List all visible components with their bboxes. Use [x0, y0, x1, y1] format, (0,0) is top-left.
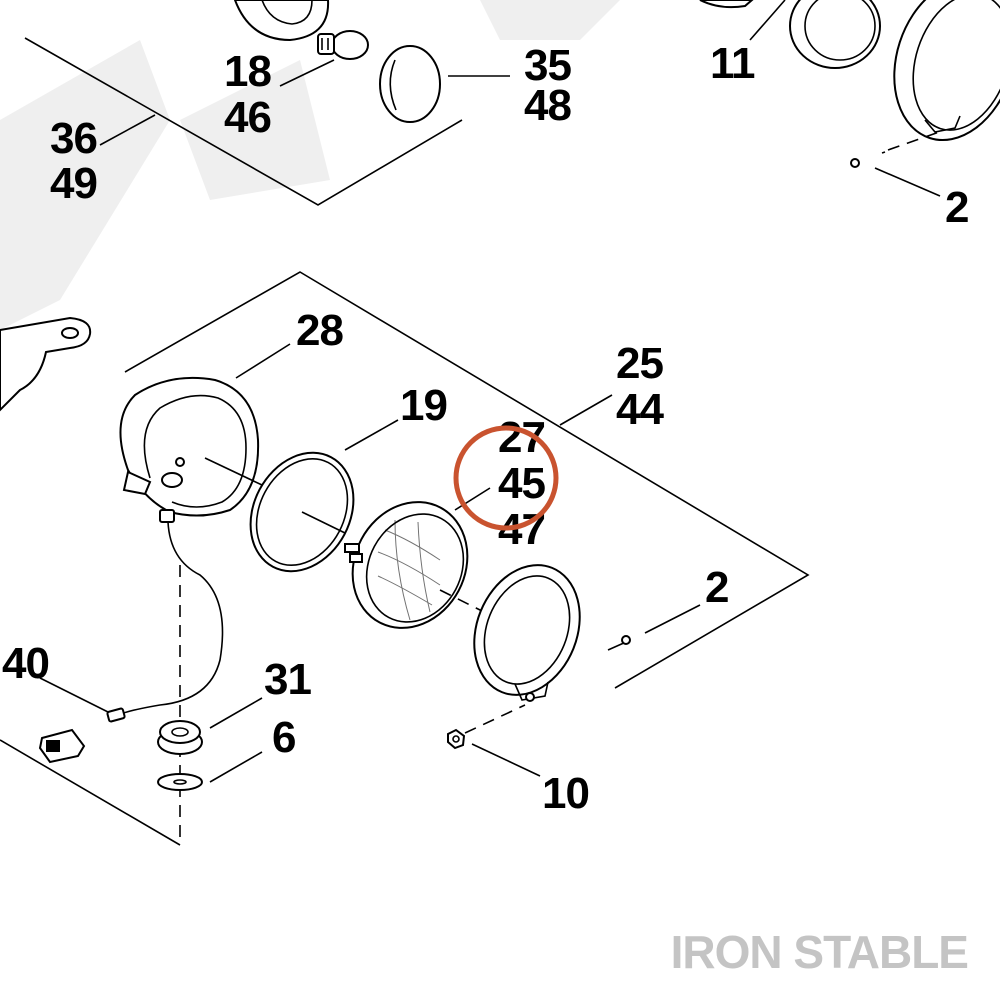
- wire-terminal: [106, 707, 126, 723]
- bracket-hole: [61, 327, 79, 339]
- callout-46: 46: [224, 93, 271, 142]
- mounting-bracket: [0, 316, 92, 412]
- callout-11: 11: [710, 39, 755, 88]
- sealed-beam-lamp: [344, 501, 531, 636]
- callout-31: 31: [264, 655, 311, 704]
- upper-group-outline: [24, 37, 463, 206]
- callout-35: 35: [524, 41, 571, 90]
- callout-40: 40: [2, 639, 49, 688]
- connector: [38, 728, 86, 764]
- wire-harness: [117, 521, 224, 716]
- watermark-shape-top: [480, 0, 620, 40]
- watermark: [0, 0, 620, 330]
- nut: [447, 704, 526, 750]
- callout-18: 18: [224, 47, 271, 96]
- callout-2-upper: 2: [945, 183, 968, 232]
- middle-group-outline: [124, 271, 810, 689]
- callout-2-middle: 2: [705, 563, 728, 612]
- callout-36: 36: [50, 114, 97, 163]
- callout-10: 10: [542, 769, 589, 818]
- watermark-shape-left: [0, 40, 170, 330]
- brand-watermark: IRON STABLE: [671, 926, 968, 978]
- callouts: 18 46 35 48 36 49 11 2 28 25 44 19 27 45…: [2, 39, 969, 818]
- trim-ring: [473, 564, 581, 702]
- watermark-shape-mid: [180, 60, 330, 200]
- callout-49: 49: [50, 159, 97, 208]
- grommet: [157, 720, 203, 755]
- bulb: [317, 30, 369, 60]
- upper-lamp-housing: [233, 0, 330, 42]
- callout-25: 25: [616, 339, 663, 388]
- trim-screw: [607, 635, 631, 651]
- callout-28: 28: [296, 306, 343, 355]
- lower-outline: [0, 739, 181, 846]
- lamp-housing: [119, 376, 263, 523]
- callout-19: 19: [400, 381, 447, 430]
- highlight-circle: [453, 425, 559, 531]
- callout-6: 6: [272, 713, 295, 762]
- upper-right-lamp: [699, 0, 1000, 142]
- callout-44: 44: [616, 385, 664, 434]
- washer: [157, 773, 203, 791]
- callout-48: 48: [524, 81, 571, 130]
- retaining-ring: [249, 451, 355, 573]
- lens-cap: [379, 45, 441, 123]
- upper-screw: [850, 129, 946, 168]
- leader-lines: [39, 0, 941, 783]
- callout-45: 45: [498, 459, 545, 508]
